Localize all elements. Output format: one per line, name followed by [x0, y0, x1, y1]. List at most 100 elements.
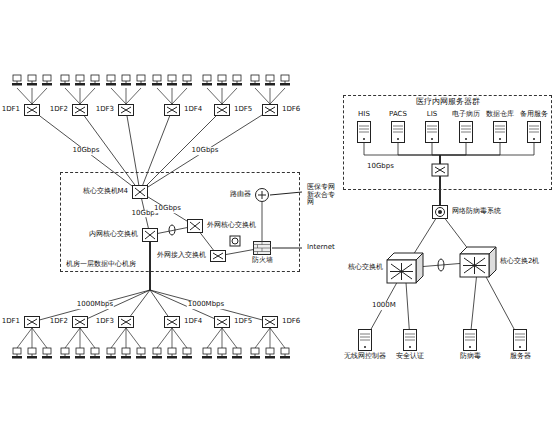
- antivirus-core: [438, 210, 442, 214]
- pc-keyboard: [152, 356, 162, 359]
- pc-keyboard: [75, 356, 85, 359]
- device-icon: [358, 329, 372, 351]
- switch-arrows: [167, 107, 177, 113]
- device-node: 服务器: [513, 329, 527, 351]
- pc-stand: [17, 81, 18, 83]
- device-label: 外网接入交换机: [156, 252, 207, 260]
- device-node: 1DF2: [72, 104, 88, 116]
- device-icon: [187, 219, 203, 233]
- pc-monitor: [153, 75, 161, 81]
- pc-icon: [280, 348, 290, 359]
- switch-arrows: [135, 188, 145, 196]
- pc-monitor: [43, 348, 51, 354]
- server-body: [528, 122, 541, 143]
- core-front: [460, 254, 489, 277]
- pc-icon: [12, 348, 22, 359]
- pc-stand: [126, 354, 127, 356]
- pc-monitor: [107, 348, 115, 354]
- pc-keyboard: [232, 83, 242, 86]
- pc-keyboard: [106, 356, 116, 359]
- small-device: [230, 236, 240, 246]
- pc-keyboard: [167, 356, 177, 359]
- device-label: PACS: [388, 111, 408, 119]
- device-node: 数据仓库: [493, 121, 507, 143]
- switch-body: [188, 220, 203, 233]
- server-slot: [359, 126, 369, 127]
- server-slot: [393, 129, 403, 130]
- network-link: [445, 219, 466, 247]
- pc-keyboard: [182, 356, 192, 359]
- pc-stand: [65, 81, 66, 83]
- pc-keyboard: [90, 356, 100, 359]
- server-slot: [427, 132, 437, 133]
- server-led: [364, 346, 366, 348]
- pc-icon: [250, 75, 260, 86]
- device-node: 1DF4: [164, 104, 180, 116]
- switch-arrows: [145, 231, 155, 239]
- pc-icon: [136, 348, 146, 359]
- pc-link: [255, 88, 270, 104]
- device-node: LIS: [425, 121, 439, 143]
- pc-icon: [42, 348, 52, 359]
- small-device-dial: [232, 238, 238, 244]
- link-bundle-ring: [169, 225, 175, 235]
- device-icon: [118, 316, 134, 328]
- pc-keyboard: [136, 83, 146, 86]
- server-slot: [405, 337, 415, 338]
- pc-stand: [111, 354, 112, 356]
- pc-monitor: [203, 75, 211, 81]
- network-link: [143, 116, 170, 185]
- server-body: [404, 330, 417, 351]
- pc-keyboard: [121, 356, 131, 359]
- pc-link: [126, 328, 141, 348]
- device-node: 内网核心交换机: [142, 228, 158, 242]
- pc-icon: [106, 75, 116, 86]
- pc-monitor: [91, 75, 99, 81]
- network-link: [148, 115, 262, 187]
- pc-stand: [222, 354, 223, 356]
- device-node: 1DF2: [72, 316, 88, 328]
- server-slot: [465, 334, 475, 335]
- device-icon: [527, 121, 541, 143]
- server-slot: [465, 337, 475, 338]
- device-node: PACS: [391, 121, 405, 143]
- pc-icon: [202, 75, 212, 86]
- pc-stand: [111, 81, 112, 83]
- device-icon: [210, 250, 226, 262]
- switch-arrows: [121, 319, 131, 325]
- device-node: 核心交换机: [387, 253, 423, 283]
- pc-stand: [255, 354, 256, 356]
- pc-monitor: [251, 348, 259, 354]
- device-icon: [493, 121, 507, 143]
- pc-stand: [95, 354, 96, 356]
- pc-link: [80, 328, 81, 348]
- server-body: [426, 122, 439, 143]
- server-slot: [360, 340, 370, 341]
- pc-monitor: [137, 75, 145, 81]
- switch-body: [165, 317, 180, 328]
- device-node: 1DF1: [24, 316, 40, 328]
- switch-body: [25, 317, 40, 328]
- switch-body: [73, 105, 88, 116]
- switch-body: [143, 229, 158, 242]
- pc-icon: [27, 75, 37, 86]
- firewall-body: [254, 242, 271, 255]
- pc-link: [157, 328, 172, 348]
- pc-stand: [141, 354, 142, 356]
- pc-stand: [17, 354, 18, 356]
- router-body: [256, 189, 269, 202]
- pc-icon: [106, 348, 116, 359]
- pc-stand: [255, 81, 256, 83]
- group-frame: 机房一层数据中心机房核心交换机M4内网核心交换机外网核心交换机路由器防火墙外网接…: [60, 172, 300, 272]
- pc-keyboard: [136, 356, 146, 359]
- server-body: [358, 122, 371, 143]
- server-slot: [461, 132, 471, 133]
- server-slot: [393, 126, 403, 127]
- pc-keyboard: [280, 356, 290, 359]
- network-link: [440, 143, 534, 205]
- pc-monitor: [122, 75, 130, 81]
- pc-link: [172, 328, 173, 348]
- pc-monitor: [28, 348, 36, 354]
- device-label: 内网核心交换机: [88, 231, 139, 239]
